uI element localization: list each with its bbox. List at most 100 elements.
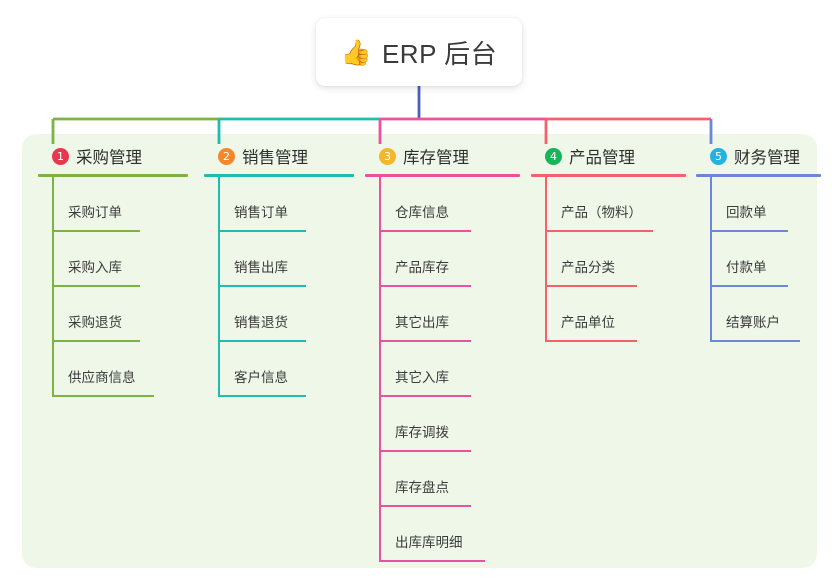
branch-item-rail	[379, 397, 381, 452]
branch-item-rail	[379, 342, 381, 397]
branch-item-list: 仓库信息产品库存其它出库其它入库库存调拨库存盘点出库库明细	[365, 177, 520, 562]
branch-header-rule	[365, 174, 520, 177]
branch-number-badge: 3	[379, 147, 396, 165]
branch-item-underline	[52, 395, 154, 397]
branch-item-label: 供应商信息	[68, 370, 136, 385]
branch-item-underline	[52, 285, 140, 287]
branch-item-underline	[545, 340, 637, 342]
branch-title: 销售管理	[242, 149, 308, 167]
branch-item-rail	[379, 232, 381, 287]
branch-item-label: 其它入库	[395, 370, 449, 385]
branch-item-list: 产品（物料） 产品分类产品单位	[531, 177, 686, 342]
branch-item-label: 销售出库	[234, 260, 288, 275]
branch-item-label: 付款单	[726, 260, 767, 275]
branch-item-label: 库存盘点	[395, 480, 449, 495]
branch-item[interactable]: 采购入库	[52, 232, 188, 287]
branch-header-5[interactable]: 5 财务管理	[696, 144, 821, 168]
branch-item-underline	[379, 285, 471, 287]
branch-item-label: 回款单	[726, 205, 767, 220]
branch-item[interactable]: 销售出库	[218, 232, 354, 287]
branch-item-underline	[218, 340, 306, 342]
branch-item[interactable]: 采购订单	[52, 177, 188, 232]
branch-item-underline	[379, 230, 471, 232]
branch-item-list: 采购订单采购入库采购退货供应商信息	[38, 177, 188, 397]
branch-item[interactable]: 产品分类	[545, 232, 686, 287]
branch-item-underline	[710, 285, 788, 287]
root-title: ERP 后台	[381, 38, 498, 69]
branch-item[interactable]: 回款单	[710, 177, 821, 232]
branch-item-underline	[710, 340, 800, 342]
branch-item-rail	[379, 452, 381, 507]
branch-item[interactable]: 销售订单	[218, 177, 354, 232]
branch-item-label: 采购退货	[68, 315, 122, 330]
branch-item[interactable]: 产品单位	[545, 287, 686, 342]
branch-item[interactable]: 产品（物料）	[545, 177, 686, 232]
branch-item-rail	[710, 232, 712, 287]
root-node[interactable]: 👍 ERP 后台	[316, 18, 522, 86]
branch-item[interactable]: 结算账户	[710, 287, 821, 342]
branch-item-rail	[545, 287, 547, 342]
branch-item[interactable]: 仓库信息	[379, 177, 520, 232]
branch-item-label: 结算账户	[726, 315, 780, 330]
branch-item-rail	[379, 287, 381, 342]
branch-item-rail	[52, 287, 54, 342]
branch-header-rule	[696, 174, 821, 177]
branch-item[interactable]: 付款单	[710, 232, 821, 287]
branch-title: 财务管理	[734, 149, 800, 167]
branch-item-underline	[379, 505, 471, 507]
branch-item-label: 产品（物料）	[561, 205, 642, 220]
branch-item-underline	[218, 285, 306, 287]
branch-number-badge: 5	[710, 147, 727, 165]
branch-item-rail	[218, 232, 220, 287]
branch-item-underline	[379, 450, 471, 452]
branch-item-underline	[52, 340, 140, 342]
branch-item-underline	[545, 285, 637, 287]
branch-title: 库存管理	[403, 149, 469, 167]
branch-item-label: 出库库明细	[395, 535, 463, 550]
branch-item-label: 采购入库	[68, 260, 122, 275]
branch-item-rail	[545, 177, 547, 232]
branch-item-label: 其它出库	[395, 315, 449, 330]
branch-item-label: 产品库存	[395, 260, 449, 275]
branch-item-label: 采购订单	[68, 205, 122, 220]
branch-item-rail	[218, 287, 220, 342]
branch-item-label: 库存调拨	[395, 425, 449, 440]
branch-item[interactable]: 采购退货	[52, 287, 188, 342]
branch-column-3: 3 库存管理仓库信息产品库存其它出库其它入库库存调拨库存盘点出库库明细	[365, 144, 520, 562]
branch-item[interactable]: 其它出库	[379, 287, 520, 342]
branch-item[interactable]: 出库库明细	[379, 507, 520, 562]
branch-item-rail	[52, 232, 54, 287]
branch-item-underline	[379, 395, 471, 397]
branch-number-badge: 2	[218, 147, 235, 165]
branch-item[interactable]: 产品库存	[379, 232, 520, 287]
branch-item-rail	[52, 342, 54, 397]
branch-item-list: 回款单付款单结算账户	[696, 177, 821, 342]
branch-item[interactable]: 其它入库	[379, 342, 520, 397]
branch-item-label: 销售订单	[234, 205, 288, 220]
branch-item-underline	[218, 230, 306, 232]
branch-item-underline	[52, 230, 140, 232]
branch-title: 采购管理	[76, 149, 142, 167]
branch-item-label: 产品分类	[561, 260, 615, 275]
branch-item-rail	[218, 177, 220, 232]
branch-item[interactable]: 库存盘点	[379, 452, 520, 507]
branch-header-3[interactable]: 3 库存管理	[365, 144, 520, 168]
branch-item[interactable]: 销售退货	[218, 287, 354, 342]
branch-column-5: 5 财务管理回款单付款单结算账户	[696, 144, 821, 342]
branch-item[interactable]: 库存调拨	[379, 397, 520, 452]
branch-header-2[interactable]: 2 销售管理	[204, 144, 354, 168]
branch-item-underline	[218, 395, 306, 397]
branch-item-underline	[379, 340, 471, 342]
branch-number-badge: 4	[545, 147, 562, 165]
branch-header-rule	[204, 174, 354, 177]
branch-item[interactable]: 供应商信息	[52, 342, 188, 397]
branch-item-label: 产品单位	[561, 315, 615, 330]
branch-item-rail	[218, 342, 220, 397]
branch-item-underline	[710, 230, 788, 232]
branch-item[interactable]: 客户信息	[218, 342, 354, 397]
branch-item-underline	[545, 230, 653, 232]
